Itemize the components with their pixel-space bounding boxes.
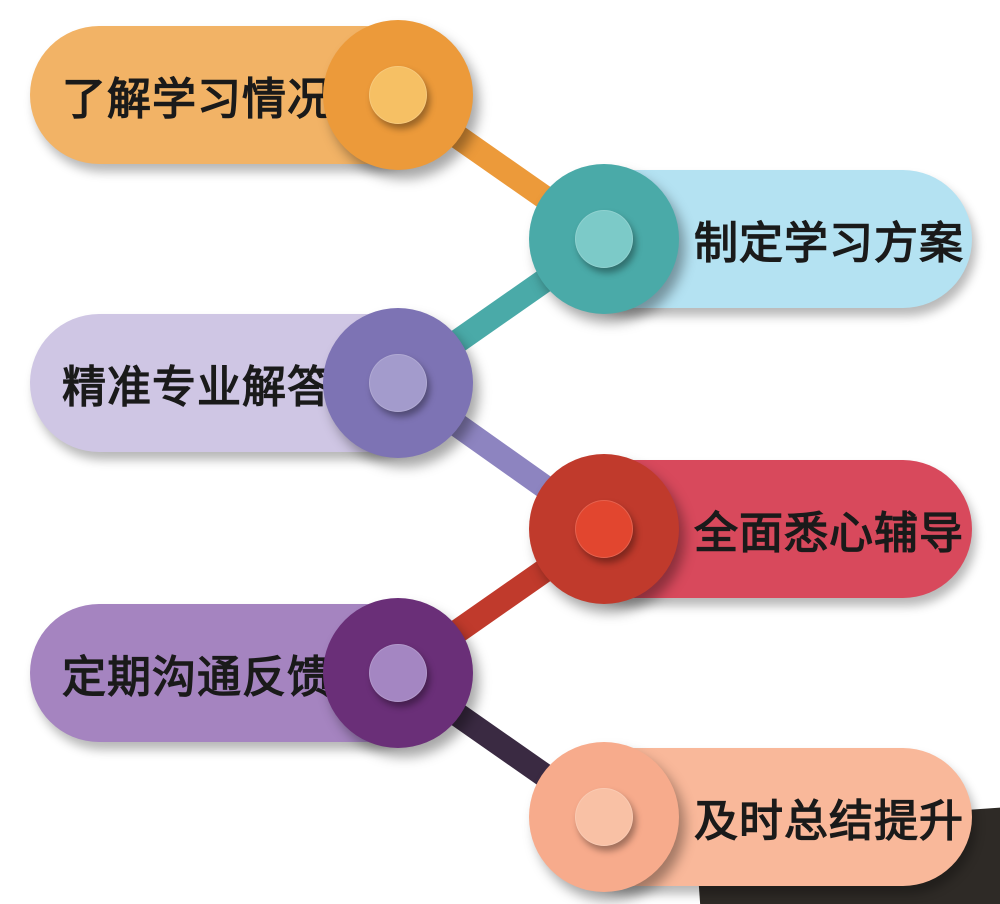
step-2-node-dot <box>575 210 633 268</box>
step-6-node-dot <box>575 788 633 846</box>
step-2-label: 制定学习方案 <box>694 218 964 269</box>
step-5-node-dot <box>369 644 427 702</box>
step-6-node <box>529 742 679 892</box>
step-4-node-dot <box>575 500 633 558</box>
step-2-node <box>529 164 679 314</box>
step-3-node-dot <box>369 354 427 412</box>
step-4-node <box>529 454 679 604</box>
step-1-node <box>323 20 473 170</box>
step-6-label: 及时总结提升 <box>694 796 964 847</box>
step-1-label: 了解学习情况 <box>62 74 332 125</box>
step-3-node <box>323 308 473 458</box>
step-3-label: 精准专业解答 <box>62 362 332 413</box>
step-1-node-dot <box>369 66 427 124</box>
step-5-label: 定期沟通反馈 <box>62 652 332 703</box>
step-4-label: 全面悉心辅导 <box>694 508 964 559</box>
step-5-node <box>323 598 473 748</box>
